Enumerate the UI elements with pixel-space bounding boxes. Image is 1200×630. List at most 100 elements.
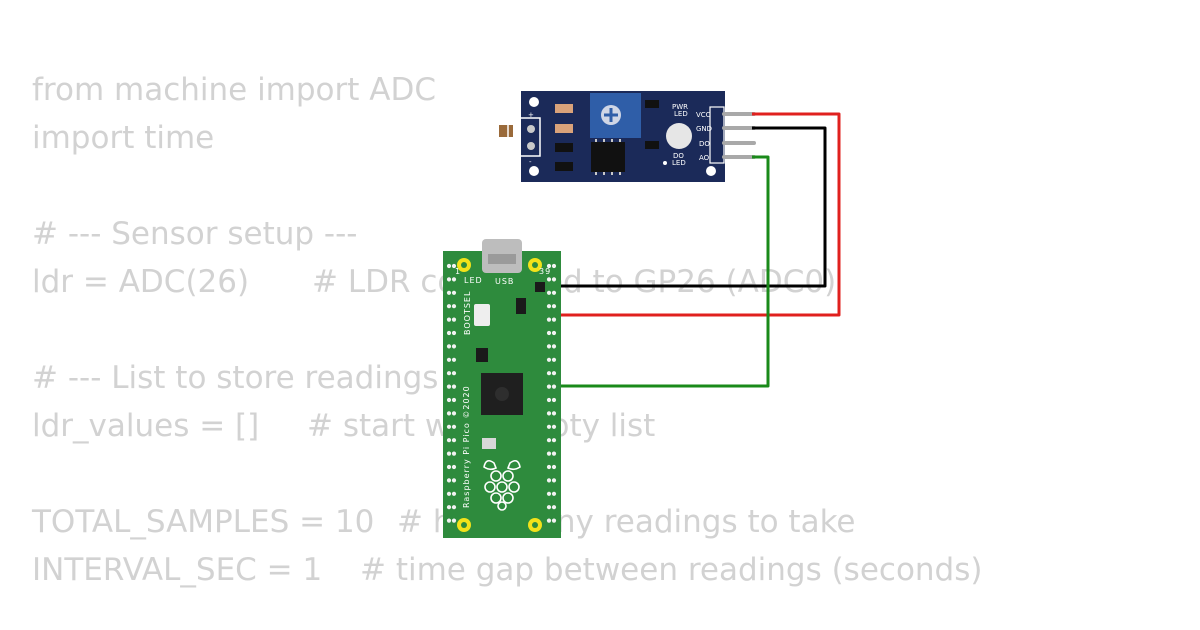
gpio-pin (546, 384, 552, 389)
gpio-pin (546, 371, 552, 376)
code-text: TOTAL_SAMPLES = 10 (32, 504, 375, 540)
mounting-hole (706, 166, 716, 176)
bootsel-button (474, 304, 490, 326)
gpio-pin (446, 424, 452, 429)
gpio-pin (446, 304, 452, 309)
gpio-pin (446, 290, 452, 295)
gpio-pin (546, 357, 552, 362)
gpio-pin (451, 330, 457, 336)
gpio-pin (551, 411, 557, 416)
ldr-plus: + (528, 111, 534, 119)
code-text: # --- List to store readings --- (32, 360, 482, 396)
photoresistor (499, 125, 513, 137)
ldr-leg (527, 125, 535, 133)
gpio-pin (446, 330, 452, 336)
gpio-pin (451, 290, 457, 295)
gpio-pin (446, 518, 452, 523)
gpio-pin (551, 424, 557, 429)
smd-part (535, 282, 545, 292)
gpio-pin (451, 371, 457, 376)
gpio-pin (551, 451, 557, 456)
code-text: # --- Sensor setup --- (32, 216, 358, 252)
ldr-minus: - (529, 158, 532, 166)
gpio-pin (546, 344, 552, 349)
gpio-pin (551, 357, 557, 362)
gpio-pin (446, 464, 452, 470)
gpio-pin (546, 277, 552, 282)
gpio-pin (446, 357, 452, 362)
gpio-pin (451, 505, 457, 510)
raspberry-logo (483, 459, 521, 511)
gpio-pin (551, 290, 557, 295)
smd-part (476, 348, 488, 362)
wire-vcc (551, 112, 841, 317)
gpio-pin (551, 438, 557, 443)
ldr-outline (507, 117, 541, 157)
pin-label-vcc: VCC (696, 111, 711, 119)
gpio-pin (546, 304, 552, 309)
gpio-pin (551, 397, 557, 403)
gpio-pin (546, 317, 552, 322)
code-text: ldr_values = [] (32, 408, 260, 444)
gpio-pin (446, 491, 452, 496)
gpio-pin (551, 330, 557, 336)
gpio-pin (551, 344, 557, 349)
code-text: ldr = ADC(26) (32, 264, 250, 300)
gpio-pin (551, 518, 557, 523)
code-comment: # time gap between readings (seconds) (360, 552, 983, 588)
gpio-pin (451, 451, 457, 456)
gpio-pin (546, 451, 552, 456)
pin-label-gnd: GND (696, 125, 712, 133)
code-text: from machine import ADC (32, 72, 436, 108)
wire-ao (551, 155, 770, 388)
gpio-pin (451, 317, 457, 322)
gpio-pin (546, 424, 552, 429)
usb-port (488, 254, 516, 264)
code-line: INTERVAL_SEC = 1 # time gap between readi… (32, 546, 982, 594)
smd-part (645, 141, 659, 149)
gpio-pin (546, 505, 552, 510)
gpio-pin (446, 263, 452, 269)
smd-part (555, 162, 573, 171)
code-line: from machine import ADC (32, 66, 482, 114)
code-line: import time (32, 114, 482, 162)
gpio-pin (451, 518, 457, 523)
gpio-pin (546, 411, 552, 416)
gpio-pin (546, 290, 552, 295)
gpio-pin (546, 464, 552, 470)
gpio-pin (451, 438, 457, 443)
code-line: # --- List to store readings --- (32, 354, 482, 402)
code-text: INTERVAL_SEC = 1 (32, 552, 323, 588)
gpio-pin (551, 263, 557, 269)
gpio-pin (546, 330, 552, 336)
gpio-pin (551, 491, 557, 496)
gpio-pin (546, 397, 552, 403)
gpio-pin (451, 491, 457, 496)
gpio-pin (451, 263, 457, 269)
gpio-pin (451, 464, 457, 470)
ldr-leg (527, 142, 535, 150)
gpio-pin (451, 384, 457, 389)
gpio-pin (551, 277, 557, 282)
gpio-pin (451, 424, 457, 429)
gpio-pin (451, 411, 457, 416)
mounting-hole (529, 97, 539, 107)
smd-part (555, 143, 573, 152)
resistor (555, 124, 573, 133)
via (663, 161, 667, 165)
code-text: import time (32, 120, 215, 156)
gpio-pin (546, 478, 552, 483)
gpio-pin (451, 478, 457, 483)
pin-header (709, 106, 725, 164)
usb-label: USB (495, 277, 514, 286)
gpio-pin (546, 518, 552, 523)
led-label: LED (464, 276, 483, 285)
gpio-pin (446, 438, 452, 443)
bootsel-label: BOOTSEL (463, 291, 472, 335)
gpio-pin (546, 438, 552, 443)
resistor (555, 104, 573, 113)
led-part (482, 438, 496, 449)
gpio-pin (451, 304, 457, 309)
